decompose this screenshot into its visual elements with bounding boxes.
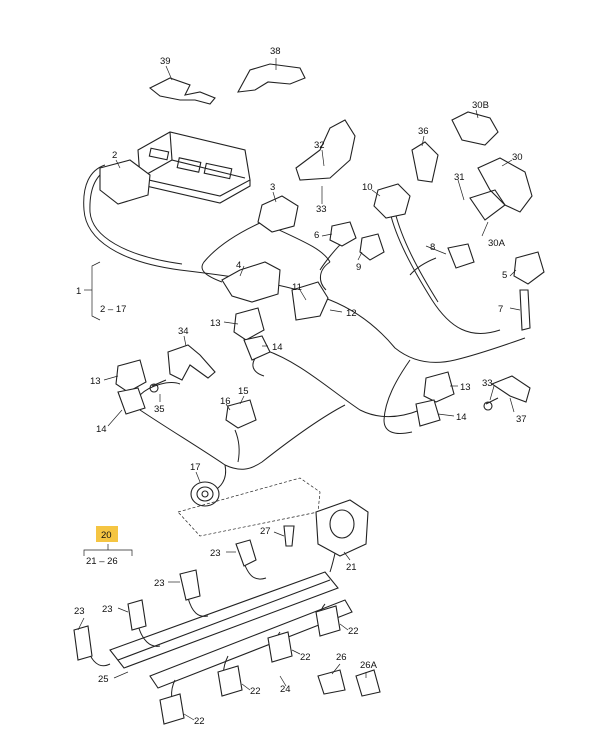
connector-22-a <box>315 605 341 637</box>
connector-2 <box>99 159 151 205</box>
connector-14-right <box>415 399 441 427</box>
callout-15[interactable]: 15 <box>238 386 249 397</box>
connector-22-c <box>217 665 243 697</box>
callout-6[interactable]: 6 <box>314 230 319 241</box>
callout-4[interactable]: 4 <box>236 260 241 271</box>
bolt-35 <box>149 379 167 393</box>
clip-26 <box>317 669 346 695</box>
callout-13-upper[interactable]: 13 <box>210 318 221 329</box>
callout-22-d[interactable]: 22 <box>194 716 205 727</box>
callout-3[interactable]: 3 <box>270 182 275 193</box>
part-7 <box>519 289 531 331</box>
callout-20[interactable]: 20 <box>101 530 112 541</box>
callout-31[interactable]: 31 <box>454 172 465 183</box>
callout-12[interactable]: 12 <box>346 308 357 319</box>
callout-37[interactable]: 37 <box>516 414 527 425</box>
callout-2-17[interactable]: 2 – 17 <box>100 304 126 315</box>
connector-13-upper <box>233 307 265 341</box>
callout-33-top[interactable]: 33 <box>316 204 327 215</box>
callout-14-upper[interactable]: 14 <box>272 342 283 353</box>
callout-11[interactable]: 11 <box>292 282 302 293</box>
connector-13-right <box>423 371 455 403</box>
callout-14-right[interactable]: 14 <box>456 412 467 423</box>
main-wiring-harness <box>83 164 526 493</box>
callout-17[interactable]: 17 <box>190 462 201 473</box>
callout-14-left[interactable]: 14 <box>96 424 107 435</box>
callout-30a[interactable]: 30A <box>488 238 506 249</box>
bracket-36 <box>411 141 439 183</box>
bracket-38 <box>237 63 306 93</box>
connector-3 <box>257 195 299 233</box>
callout-8[interactable]: 8 <box>430 242 435 253</box>
callout-27[interactable]: 27 <box>260 526 271 537</box>
callout-5[interactable]: 5 <box>502 270 507 281</box>
connector-9 <box>359 233 385 261</box>
bracket-39 <box>148 77 216 105</box>
callout-36[interactable]: 36 <box>418 126 429 137</box>
screw-27 <box>283 525 295 547</box>
injector-wiring-harness <box>89 539 353 711</box>
callout-13-left[interactable]: 13 <box>90 376 101 387</box>
callout-23-d[interactable]: 23 <box>74 606 85 617</box>
connector-13-left <box>115 359 147 393</box>
callout-1[interactable]: 1 <box>76 286 81 297</box>
callout-13-right[interactable]: 13 <box>460 382 471 393</box>
callout-21[interactable]: 21 <box>346 562 357 573</box>
round-connector-17 <box>190 481 220 507</box>
injector-connector-23-a <box>235 539 257 567</box>
callout-23-a[interactable]: 23 <box>210 548 221 559</box>
callout-38[interactable]: 38 <box>270 46 281 57</box>
callout-30b[interactable]: 30B <box>472 100 489 111</box>
injector-connector-23-b <box>179 569 201 601</box>
callout-24[interactable]: 24 <box>280 684 291 695</box>
callout-32[interactable]: 32 <box>314 140 325 151</box>
bracket-37 <box>490 375 531 403</box>
injector-connector-23-d <box>73 625 93 661</box>
callout-39[interactable]: 39 <box>160 56 171 67</box>
callout-22-c[interactable]: 22 <box>250 686 261 697</box>
callout-22-a[interactable]: 22 <box>348 626 359 637</box>
assembly-boundary <box>177 477 321 537</box>
bracket-32 <box>295 119 356 181</box>
connector-22-b <box>267 631 293 663</box>
connector-21 <box>315 499 369 557</box>
connector-10 <box>373 183 411 219</box>
callout-26a[interactable]: 26A <box>360 660 378 671</box>
callout-10[interactable]: 10 <box>362 182 373 193</box>
bracket-30 <box>477 157 533 213</box>
connector-14-upper <box>243 335 271 361</box>
callout-33-right[interactable]: 33 <box>482 378 493 389</box>
connector-5 <box>513 251 545 285</box>
callout-34[interactable]: 34 <box>178 326 189 337</box>
connector-6 <box>329 221 357 247</box>
injector-connector-23-c <box>127 599 147 631</box>
connector-8 <box>447 243 475 269</box>
callout-25[interactable]: 25 <box>98 674 109 685</box>
callout-23-c[interactable]: 23 <box>102 604 113 615</box>
callout-21-26[interactable]: 21 – 26 <box>86 556 118 567</box>
connector-22-d <box>159 693 185 725</box>
connector-16 <box>225 399 257 429</box>
callout-30[interactable]: 30 <box>512 152 523 163</box>
bracket-34 <box>167 344 216 381</box>
sensor-4 <box>221 261 281 303</box>
bolt-33-right <box>483 397 499 411</box>
control-unit <box>137 131 251 204</box>
callout-7[interactable]: 7 <box>498 304 503 315</box>
callout-35[interactable]: 35 <box>154 404 165 415</box>
callout-23-b[interactable]: 23 <box>154 578 165 589</box>
callout-2[interactable]: 2 <box>112 150 117 161</box>
bracket-30a <box>469 189 506 221</box>
bracket-30b <box>451 111 499 146</box>
clip-26a <box>355 669 381 697</box>
callout-26[interactable]: 26 <box>336 652 347 663</box>
callout-22-b[interactable]: 22 <box>300 652 311 663</box>
leader-lines <box>77 58 521 721</box>
highlight-box <box>96 526 118 542</box>
callout-16[interactable]: 16 <box>220 396 231 407</box>
connector-14-left <box>117 387 146 415</box>
callout-9[interactable]: 9 <box>356 262 361 273</box>
